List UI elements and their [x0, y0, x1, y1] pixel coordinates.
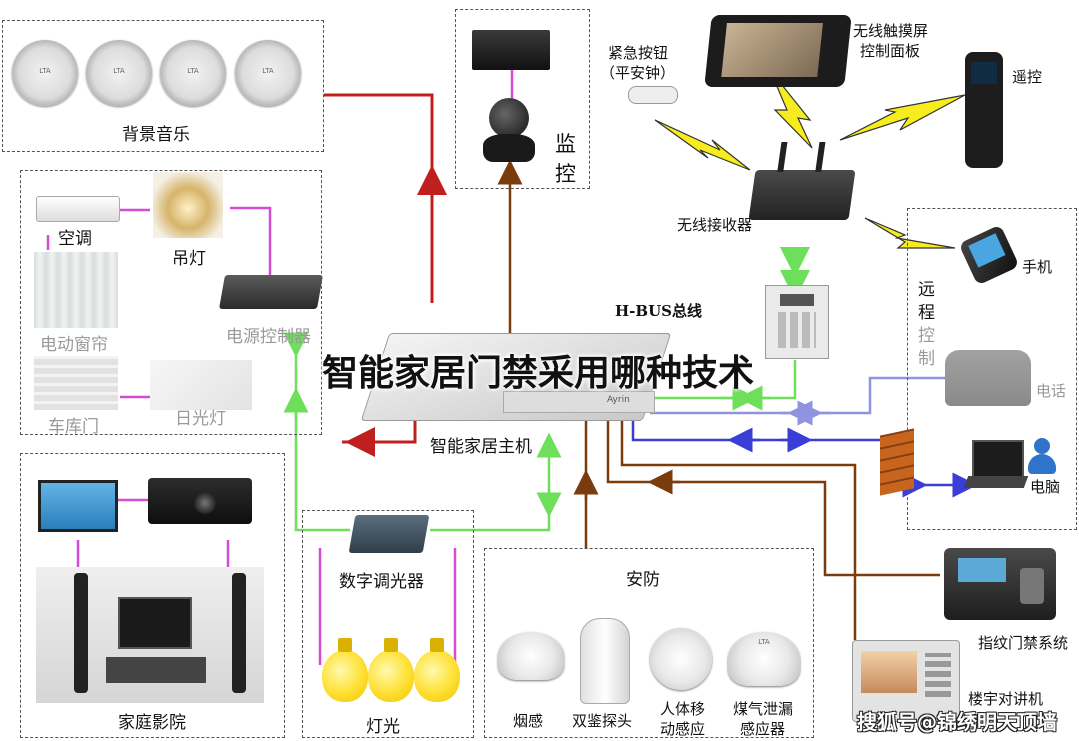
touch-panel-icon [704, 15, 852, 87]
mobile-label: 手机 [1022, 258, 1053, 276]
bulb-icon [368, 638, 414, 702]
projection-screen-icon [38, 480, 118, 532]
bulb-icon [414, 638, 460, 702]
dimmer-box [302, 510, 474, 738]
chandelier-label: 吊灯 [172, 249, 206, 269]
dual-detector-label: 双鉴探头 [572, 712, 633, 730]
pir-label-1: 人体移 [660, 700, 706, 718]
home-theater-label: 家庭影院 [118, 713, 186, 733]
home-theater-box [20, 453, 285, 738]
fluorescent-label: 日光灯 [175, 409, 226, 429]
dimmer-label: 数字调光器 [339, 572, 424, 592]
monitor-box [455, 9, 590, 189]
curtain-icon [34, 252, 118, 328]
panic-button-label-1: 紧急按钮 [608, 44, 669, 62]
garage-label: 车库门 [48, 417, 99, 437]
user-icon [1026, 438, 1056, 476]
bulb-icon [322, 638, 368, 702]
remote-label: 遥控 [1012, 68, 1043, 86]
wire-fingerprint [606, 418, 940, 577]
panic-button-label-2: （平安钟） [600, 64, 676, 82]
wire-dimmer [430, 432, 562, 532]
page-title: 智能家居门禁采用哪种技术 [322, 353, 755, 394]
computer-label: 电脑 [1030, 478, 1061, 496]
wire-intercom [620, 418, 857, 640]
laptop-icon [963, 440, 1029, 492]
fingerprint-reader-icon [944, 548, 1056, 620]
desk-phone-icon [945, 350, 1031, 406]
dimmer-icon [348, 515, 430, 553]
wireless-receiver-label: 无线接收器 [677, 216, 753, 234]
ceiling-speaker: LTA [12, 40, 78, 106]
ptz-camera [483, 98, 535, 164]
wireless-bolts [654, 69, 966, 249]
curtain-label: 电动窗帘 [40, 335, 108, 355]
wire-computer [631, 418, 880, 442]
security-box [484, 548, 814, 738]
violet-links [46, 55, 514, 665]
monitor-label-1: 监 [555, 132, 576, 156]
remote-control-box [907, 208, 1077, 530]
dvr-recorder [472, 30, 550, 70]
lighting-box [20, 170, 322, 435]
smoke-label: 烟感 [513, 712, 544, 730]
ac-label: 空调 [58, 229, 92, 249]
smoke-detector-icon [498, 632, 564, 680]
remote-control-icon [965, 52, 1003, 168]
touch-panel-label-1: 无线触摸屏 [853, 22, 929, 40]
power-controller-icon [219, 275, 323, 309]
watermark: 搜狐号@锦绣明天顶墙 [857, 710, 1057, 734]
background-music-box [2, 20, 324, 152]
panic-button-icon [628, 86, 678, 104]
monitor-label-2: 控 [555, 162, 576, 186]
living-room-icon [36, 567, 264, 703]
phone-label: 电话 [1036, 382, 1067, 400]
garage-door-icon [34, 356, 118, 410]
ceiling-speaker: LTA [160, 40, 226, 106]
touch-panel-label-2: 控制面板 [860, 42, 921, 60]
lights-label: 灯光 [366, 717, 400, 737]
gas-label-1: 煤气泄漏 [733, 700, 794, 718]
pir-sensor-icon [650, 628, 712, 690]
projector-icon [148, 478, 252, 524]
air-conditioner-icon [36, 196, 120, 222]
background-music-label: 背景音乐 [122, 125, 190, 145]
chandelier-icon [153, 172, 223, 238]
remote-label-4: 制 [918, 349, 935, 369]
remote-label-3: 控 [918, 326, 935, 346]
power-controller-label: 电源控制器 [226, 327, 311, 347]
remote-label-1: 远 [918, 280, 935, 300]
gas-detector-icon: LTA [728, 632, 800, 686]
firewall-icon [880, 428, 914, 496]
fingerprint-label: 指纹门禁系统 [978, 634, 1069, 652]
wireless-receiver-icon [748, 142, 856, 220]
security-label: 安防 [626, 570, 660, 590]
wire-theater [342, 418, 417, 444]
dual-detector-icon [580, 618, 630, 704]
intercom-label: 楼宇对讲机 [968, 690, 1044, 708]
ceiling-speaker: LTA [86, 40, 152, 106]
smart-home-hub: Ayrin [360, 333, 672, 421]
intercom-icon [852, 640, 960, 722]
wire-music [324, 93, 434, 303]
remote-label-2: 程 [918, 303, 935, 323]
hub-label: 智能家居主机 [430, 437, 532, 457]
fluorescent-icon [150, 360, 252, 410]
wire-hbus [650, 360, 797, 400]
hub-brand: Ayrin [607, 395, 630, 405]
pir-label-2: 动感应 [660, 720, 706, 738]
ceiling-speaker: LTA [235, 40, 301, 106]
bus-wall-panel [765, 285, 829, 359]
hbus-label: H-BUS总线 [615, 302, 702, 320]
gas-label-2: 感应器 [740, 720, 786, 738]
